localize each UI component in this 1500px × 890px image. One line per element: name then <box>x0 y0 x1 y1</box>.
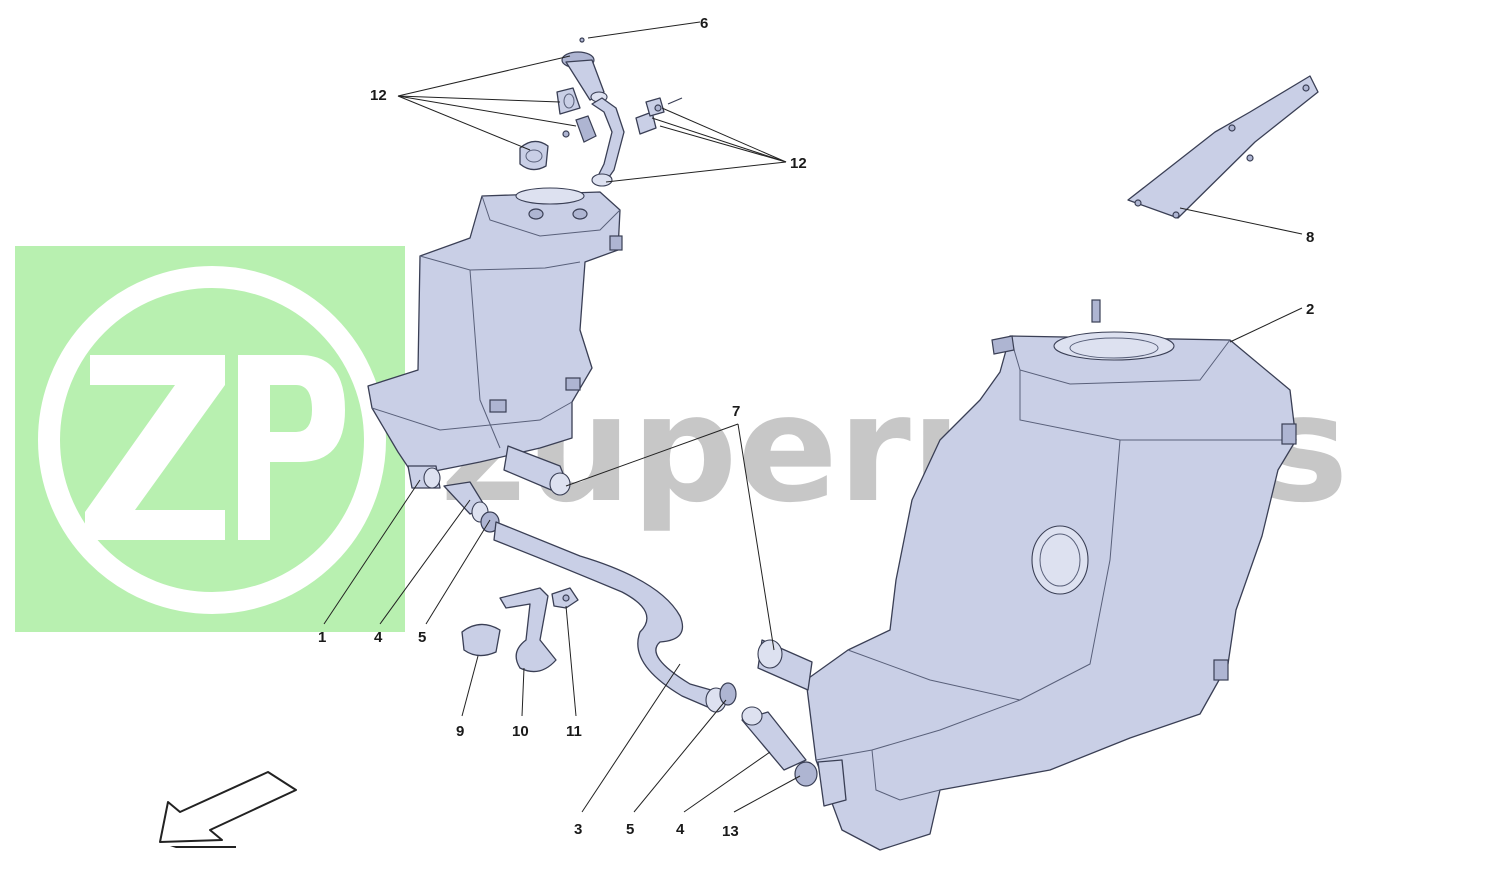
mounting-bracket <box>1127 75 1319 219</box>
callout-labels: 1 2 3 4 4 5 5 6 7 8 9 10 11 12 12 13 <box>318 15 1314 840</box>
watermark-logo-letters <box>85 355 345 540</box>
right-fuel-tank <box>757 299 1297 851</box>
connecting-hose <box>443 481 818 787</box>
filler-neck-group <box>519 37 683 187</box>
callout-13: 13 <box>722 823 739 840</box>
watermark-logo-background <box>15 246 405 632</box>
callout-8: 8 <box>1306 229 1314 246</box>
leader-lines <box>323 21 1303 813</box>
callout-2: 2 <box>1306 301 1314 318</box>
callout-7: 7 <box>732 403 740 420</box>
callout-12-left: 12 <box>370 87 387 104</box>
callout-9: 9 <box>456 723 464 740</box>
callout-5-right: 5 <box>626 821 634 838</box>
front-direction-arrow-icon <box>159 771 297 848</box>
callout-6: 6 <box>700 15 708 32</box>
callout-4-right: 4 <box>676 821 685 838</box>
callout-3: 3 <box>574 821 582 838</box>
callout-10: 10 <box>512 723 529 740</box>
callout-1: 1 <box>318 629 326 646</box>
callout-5-left: 5 <box>418 629 426 646</box>
hose-clips <box>461 587 579 673</box>
callout-12-right: 12 <box>790 155 807 172</box>
left-fuel-tank <box>367 187 623 496</box>
callout-11: 11 <box>566 723 582 740</box>
watermark-logo-ring <box>38 266 386 614</box>
callout-4-left: 4 <box>374 629 383 646</box>
